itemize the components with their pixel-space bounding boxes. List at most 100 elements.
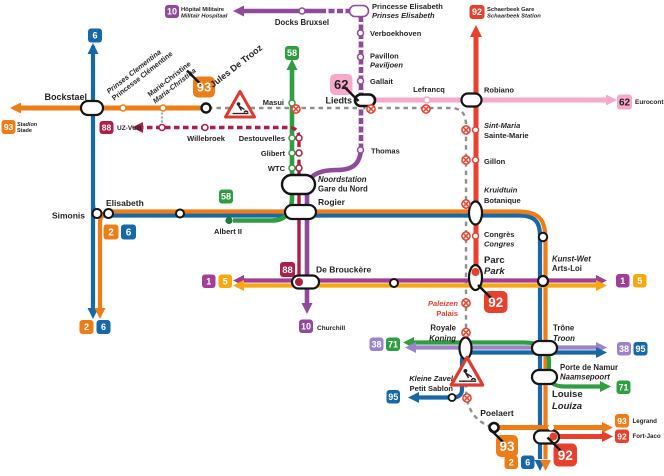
label-simonis: Simonis [52,211,85,221]
route-number: 92 [558,448,573,463]
label-albert-ii: Albert II [214,227,242,236]
marker-botanique-station [467,200,484,226]
interruption-slash-icon [186,69,202,86]
route-number: 6 [525,457,530,467]
route-badge-6-north: 6 [88,28,102,43]
arrow-6-north [87,43,99,54]
route-number: 10 [301,321,311,331]
marker-madou-stop [537,231,549,243]
route-number: 2 [108,228,114,239]
route-badge-38-royale: 38 [369,337,384,351]
arrow-10-south [301,303,313,314]
arrow-95-west [408,392,419,403]
route-badge-93-julesdetrooz: 93 [186,69,215,98]
route-badge-38-trone: 38 [617,342,631,356]
route-badge-2-elisabeth: 2 [103,224,119,240]
route-number: 62 [334,77,348,92]
route-badge-62-liedts: 62 [330,74,360,102]
route-badge-93-legrand: 93 [615,414,629,428]
route-badge-62-eurocontrol: 62 [617,94,632,110]
roadworks-icon [224,90,256,119]
route-number: 71 [388,339,398,349]
marker-destouvelles-stop-58 [288,134,296,142]
route-badge-71-royale: 71 [386,337,400,351]
arrow-2-south [540,460,551,471]
route-number: 92 [472,7,482,17]
route-number: 93 [197,80,211,95]
route-number: 88 [282,265,293,276]
route-badge-6-bottom-left: 6 [96,320,111,334]
closed-stop-icon [461,231,471,241]
arrow-62-east [606,94,617,106]
route-number: 38 [371,339,381,349]
label-liedts: Liedts [325,96,352,106]
route-badge-1-artsloi: 1 [616,274,630,288]
label-bockstael: Bockstael [44,92,87,102]
route-badge-5-artsloi: 5 [633,274,647,288]
arrow-58-north [286,59,298,70]
closed-stops-layer [291,104,472,403]
route-badge-92-parc: 92 [477,284,508,313]
label-uz-vub: UZ-VUB [117,125,142,132]
marker-bockstael-station [79,99,105,117]
marker-pavillon-stop [356,53,365,61]
route-number: 58 [287,48,297,58]
marker-uzvub-link-stop [158,123,166,132]
label-willebroek: Willebroek [187,134,226,143]
route-badge-1-debrouckere: 1 [202,274,216,288]
marker-louise-stop-93 [548,424,554,431]
marker-gare-du-nord-station [280,173,317,196]
arrow-6-southwest [87,308,99,319]
route-number: 6 [101,322,106,332]
label-thomas: Thomas [371,147,400,156]
route-number: 1 [620,276,625,286]
arrow-38-west [405,342,416,353]
marker-metro15-mid-stop [389,278,399,288]
route-badge-92-schaerbeek: 92 [469,5,485,19]
label-jules-de-trooz: Jules De Trooz [208,42,265,89]
marker-royale-station [458,336,473,361]
closed-stop-icon [461,199,471,209]
marker-simonis-stop-a [91,208,103,219]
label-rogier: Rogier [318,197,346,207]
label-de-brouckere: De Brouckère [316,265,372,275]
label-eurocontrol: Eurocontrol [635,99,664,106]
route-number: 58 [221,192,231,202]
marker-gallait-stop [356,77,365,85]
label-lefrancq: Lefrancq [413,85,445,94]
route-badge-93-stadion: 93 [1,120,16,134]
closed-stop-icon [461,327,471,338]
marker-robiano-station [460,92,483,108]
marker-metro26-mid-stop [175,208,185,219]
label-docks-bruxsel: Docks Bruxsel [275,18,329,27]
arrow-71-east [600,381,611,392]
label-wtc: WTC [268,164,286,173]
marker-congres-stop [471,232,480,240]
marker-kleine-zavel-stop [447,393,457,402]
marker-liedts-station [353,93,377,108]
route-badge-58-north: 58 [285,46,299,60]
marker-wtc-stop-58 [288,164,296,172]
closed-stop-icon [461,125,471,135]
route-number: 62 [619,98,631,109]
interruption-slash-icon [489,428,505,444]
marker-porte-de-namur-station [530,368,559,386]
arrow-2-southwest [94,308,106,319]
arrow-5-east [596,280,607,291]
route-badge-95-trone: 95 [633,342,648,356]
route-badge-10-churchill: 10 [299,319,313,333]
marker-trone-station [530,339,559,357]
label-glibert: Glibert [261,149,286,158]
route-number: 71 [618,382,628,392]
route-number: 5 [637,276,642,286]
route-number: 93 [4,122,14,132]
